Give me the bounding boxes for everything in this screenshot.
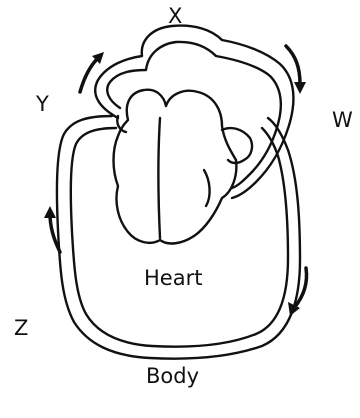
heart-outline xyxy=(114,90,237,244)
label-y: Y xyxy=(36,94,49,115)
arrowhead-w-icon xyxy=(294,82,306,94)
arrowhead-z-icon xyxy=(44,206,56,218)
heart-vessel-detail xyxy=(222,128,252,163)
label-heart: Heart xyxy=(144,268,202,289)
label-w: W xyxy=(332,110,353,131)
lower-loop-inner xyxy=(71,128,288,347)
arrow-w-icon xyxy=(286,46,300,84)
label-body: Body xyxy=(146,366,199,387)
heart-septum xyxy=(159,118,161,238)
upper-loop-outer xyxy=(95,26,293,198)
label-x: X xyxy=(168,6,182,27)
upper-loop-inner xyxy=(107,42,281,188)
heart-chamber-detail xyxy=(204,170,210,206)
label-z: Z xyxy=(14,318,28,339)
